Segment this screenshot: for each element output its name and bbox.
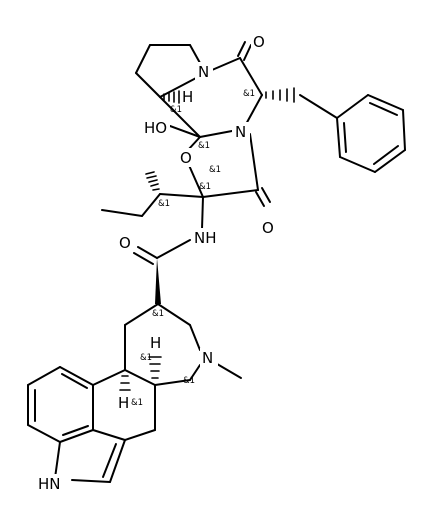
atom-n-lactam: N (235, 123, 246, 141)
stereo-labels: &1 &1 &1 &1 &1 &1 &1 &1 &1 &1 (131, 89, 255, 408)
piperazine-ring (159, 41, 263, 138)
atom-ho: HO (144, 119, 167, 137)
stereo-label: &1 (152, 309, 164, 319)
stereo-label: &1 (158, 199, 170, 209)
hash-bond-h10 (119, 375, 131, 391)
stereo-label: &1 (183, 376, 195, 386)
atom-o-carbonyl-top: O (253, 33, 265, 51)
ergoline-d-ring (119, 303, 242, 391)
ergoline-indole (27, 366, 156, 483)
stereo-label: &1 (243, 89, 255, 99)
benzyl-group (265, 87, 406, 173)
stereo-label: &1 (170, 105, 182, 115)
hash-bond-h5 (148, 356, 162, 379)
oxazolidinone-ring (169, 125, 271, 207)
atom-hn-indole: HN (38, 475, 61, 493)
atom-h-10: H (118, 394, 129, 412)
stereo-label: &1 (140, 353, 152, 363)
sec-butyl-group (101, 171, 204, 230)
amide-group (133, 239, 191, 304)
hash-bond-benzyl (265, 87, 295, 103)
atom-n-methyl: N (202, 349, 213, 367)
atom-o-carbonyl-right: O (262, 219, 274, 237)
atom-o-ring: O (180, 149, 192, 167)
atom-labels: N O H HO N O O NH O H N H HN (36, 32, 276, 493)
atom-o-amide: O (119, 234, 131, 252)
atom-h-8a: H (182, 88, 193, 106)
hash-bond-h8a (163, 90, 180, 104)
stereo-label: &1 (198, 141, 210, 151)
stereo-label: &1 (209, 165, 221, 175)
atom-h-5: H (150, 334, 161, 352)
atom-nh-amide: NH (194, 229, 217, 247)
hash-bond-methyl (145, 171, 160, 191)
stereo-label: &1 (131, 398, 143, 408)
atom-n-pyrrolidine: N (198, 63, 209, 81)
pyrrolidine-ring (135, 44, 201, 98)
stereo-label: &1 (199, 182, 211, 192)
